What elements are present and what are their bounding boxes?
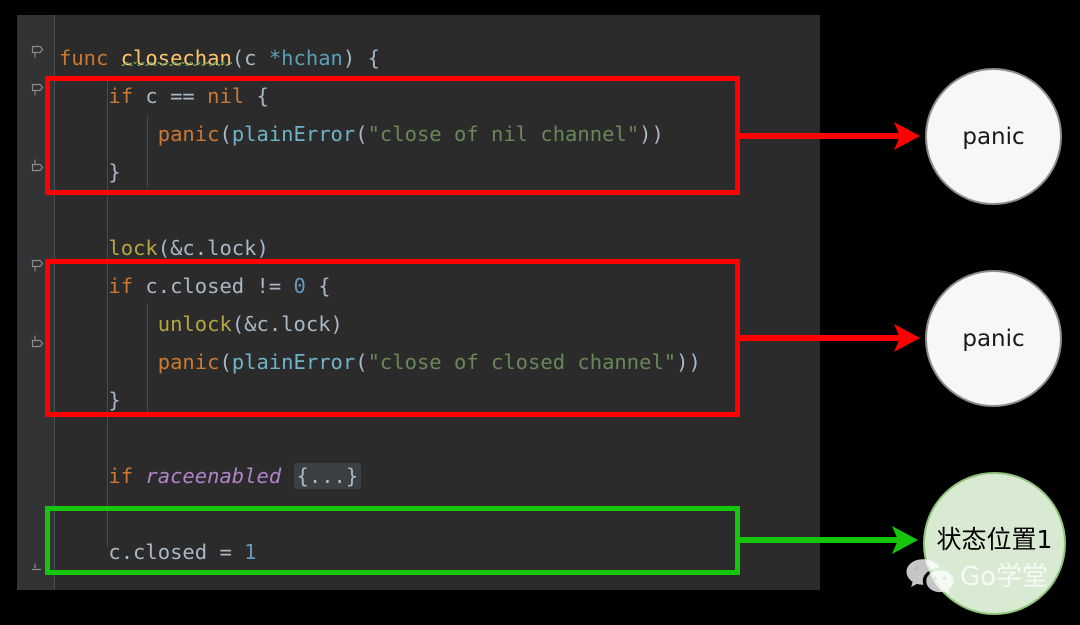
highlight-box-set-closed: [45, 506, 740, 575]
code-token: raceenabled: [145, 464, 282, 488]
code-token: func: [59, 46, 121, 70]
fold-glyph: [31, 259, 44, 272]
code-token: (&c.lock): [157, 236, 269, 260]
indent-guide: [107, 77, 108, 547]
arrow-set-to-state: [740, 526, 918, 554]
node-panic-closed: panic: [925, 270, 1062, 407]
line-if-c-nil[interactable]: if c == nil {: [59, 77, 269, 115]
code-token: (&c.lock): [231, 312, 343, 336]
line-if-raceenabled[interactable]: if raceenabled {...}: [59, 457, 362, 495]
fold-collapse-icon[interactable]: [31, 259, 44, 272]
code-token: {: [244, 84, 269, 108]
code-token: {...}: [293, 463, 362, 489]
fold-end-icon[interactable]: [31, 563, 44, 576]
code-token: lock: [108, 236, 158, 260]
fold-glyph: [31, 83, 44, 96]
line-if-closed[interactable]: if c.closed != 0 {: [59, 267, 331, 305]
highlight-box-nil-check: [45, 76, 740, 195]
node-label: panic: [962, 325, 1025, 352]
arrow-head: [894, 122, 920, 150]
code-token: )): [676, 350, 701, 374]
code-token: {: [305, 274, 331, 298]
node-label: 状态位置1: [936, 524, 1053, 554]
code-token: if: [108, 274, 134, 298]
code-token: closechan: [120, 46, 232, 70]
code-token: "close of nil channel": [367, 122, 640, 146]
code-token: *hchan: [268, 46, 343, 70]
code-token: c.closed !=: [133, 274, 294, 298]
code-token: c ==: [133, 84, 208, 108]
code-token: )): [639, 122, 664, 146]
arrow-head: [894, 324, 920, 352]
code-token: "close of closed channel": [367, 350, 677, 374]
code-content[interactable]: func closechan(c *hchan) { if c == nil {…: [55, 15, 820, 590]
code-token: plainError: [231, 350, 356, 374]
line-c-closed-assign[interactable]: c.closed = 1: [59, 533, 256, 571]
code-token: if: [108, 464, 134, 488]
fold-collapse-icon[interactable]: [31, 45, 44, 58]
line-panic-nil-channel[interactable]: panic(plainError("close of nil channel")…: [59, 115, 664, 153]
arrow-nil-to-panic: [740, 122, 920, 150]
code-token: (: [355, 122, 368, 146]
indent-guide: [147, 303, 148, 413]
fold-glyph: [31, 45, 44, 58]
node-panic-nil: panic: [925, 68, 1062, 205]
arrow-head: [892, 526, 918, 554]
code-token: if: [108, 84, 134, 108]
code-token: }: [59, 388, 121, 412]
fold-glyph: [31, 335, 44, 348]
code-token: (c: [231, 46, 269, 70]
fold-glyph: [32, 563, 41, 571]
fold-collapse-icon[interactable]: [31, 83, 44, 96]
line-panic-closed-channel[interactable]: panic(plainError("close of closed channe…: [59, 343, 701, 381]
code-token: panic: [157, 122, 220, 146]
code-token: (: [355, 350, 368, 374]
code-token: c.closed =: [59, 540, 245, 564]
code-token: nil: [207, 84, 245, 108]
code-token: 0: [293, 274, 306, 298]
fold-glyph: [31, 159, 44, 172]
arrow-closed-to-panic: [740, 324, 920, 352]
highlight-box-closed-check: [45, 259, 740, 417]
code-token: (: [219, 350, 232, 374]
code-token: ) {: [342, 46, 380, 70]
code-token: }: [59, 160, 121, 184]
code-token: (: [219, 122, 232, 146]
line-close-brace-2[interactable]: }: [59, 381, 121, 419]
fold-expand-icon[interactable]: [31, 159, 44, 172]
fold-expand-icon[interactable]: [31, 335, 44, 348]
line-unlock[interactable]: unlock(&c.lock): [59, 305, 343, 343]
code-token: plainError: [231, 122, 356, 146]
line-close-brace-1[interactable]: }: [59, 153, 121, 191]
line-lock[interactable]: lock(&c.lock): [59, 229, 269, 267]
indent-guide: [147, 115, 148, 187]
code-token: unlock: [157, 312, 232, 336]
code-token: panic: [157, 350, 220, 374]
line-func-signature[interactable]: func closechan(c *hchan) {: [59, 39, 380, 77]
code-token: 1: [244, 540, 257, 564]
node-state-position: 状态位置1: [923, 472, 1066, 615]
node-label: panic: [962, 123, 1025, 150]
